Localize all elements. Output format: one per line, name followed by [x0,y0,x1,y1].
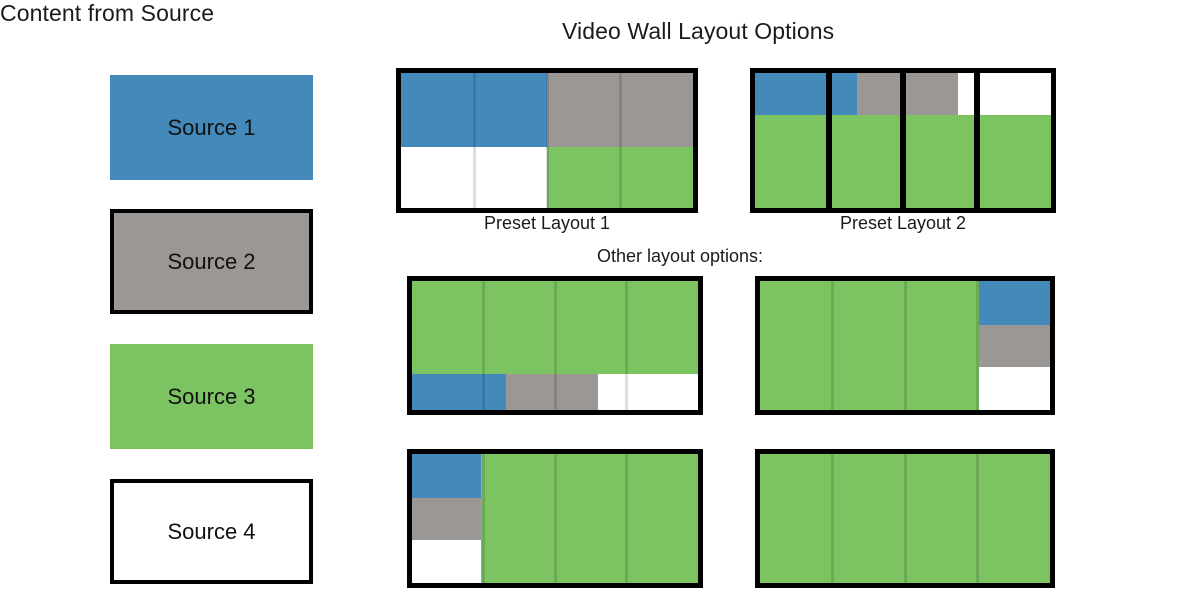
source-swatch-label: Source 4 [167,518,256,544]
layout-cells [760,454,1050,583]
source-swatch-label: Source 3 [167,383,256,409]
layout-region [760,281,979,410]
layout-preview-other-3[interactable] [407,449,703,588]
layout-preview-preset-1[interactable] [396,68,698,213]
layout-preview-other-2[interactable] [755,276,1055,415]
source-swatch-label: Source 1 [167,114,256,140]
layout-cells [760,281,1050,410]
layout-region [412,281,698,374]
source-swatch-3[interactable]: Source 3 [110,344,313,449]
layout-region [401,73,547,148]
layout-region [547,73,693,148]
source-swatch-2[interactable]: Source 2 [110,209,313,314]
layout-region [755,114,1051,208]
layout-cells [412,281,698,410]
layout-region [547,147,693,208]
layout-cells [401,73,693,208]
layout-preview-other-1[interactable] [407,276,703,415]
layout-region [978,367,1050,410]
layout-region [978,324,1050,368]
layout-region [755,73,858,115]
layout-region [412,540,481,583]
layout-cells [412,454,698,583]
layout-region [412,454,481,498]
layout-cells [755,73,1051,208]
source-swatch-1[interactable]: Source 1 [110,75,313,180]
other-layout-options-label: Other layout options: [596,246,764,266]
source-swatch-4[interactable]: Source 4 [110,479,313,584]
layout-region [760,454,1050,583]
layout-caption-preset-2: Preset Layout 2 [839,213,967,233]
layout-region [412,373,507,410]
layout-region [401,147,547,208]
layout-region [978,281,1050,325]
source-swatch-label: Source 2 [167,248,256,274]
layout-region [412,497,481,541]
source-column-heading: Content from Source [0,0,215,26]
layout-preview-other-4[interactable] [755,449,1055,588]
layout-preview-preset-2[interactable] [750,68,1056,213]
video-wall-heading: Video Wall Layout Options [562,18,835,44]
layout-caption-preset-1: Preset Layout 1 [483,213,611,233]
